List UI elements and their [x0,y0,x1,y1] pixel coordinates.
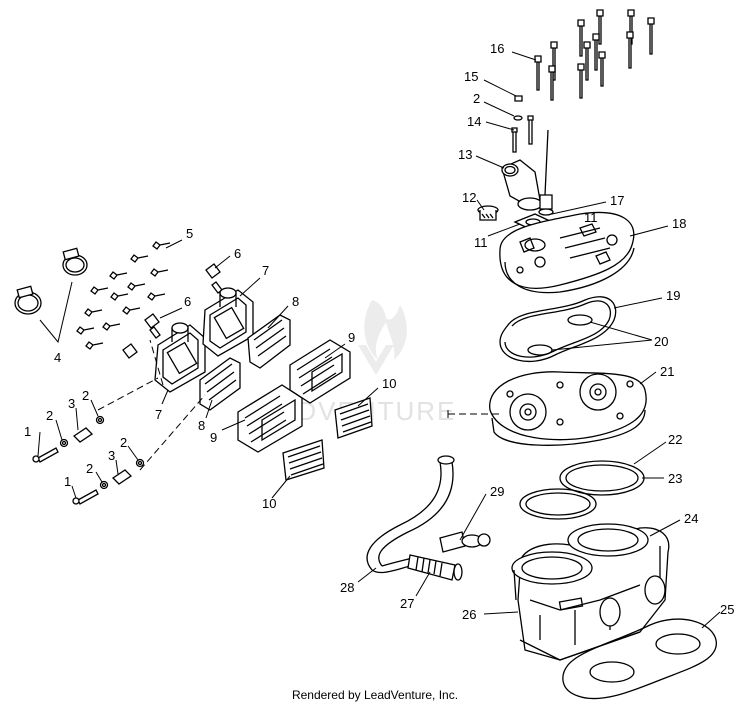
reed-adapter-left [154,322,206,393]
callout-11b: 11 [474,235,488,250]
callout-23: 23 [668,471,682,486]
callout-8a: 8 [292,294,299,309]
reed-stop-upper [247,314,291,369]
callout-2b: 2 [82,388,89,403]
manifold-bolts-group [76,241,171,350]
reed-valve-upper [289,339,351,404]
reed-adapter-right [202,287,254,357]
callout-13: 13 [458,147,472,162]
reed-valve-lower [237,384,303,453]
callout-29: 29 [490,484,504,499]
reed-stop-lower [199,357,241,411]
callout-21: 21 [660,364,674,379]
bolt-stack-lower [72,458,145,505]
callout-11a: 11 [584,210,598,225]
fitting-nipples-group [122,263,223,359]
callout-9b: 9 [210,430,217,445]
small-hardware-15-2-14 [511,95,534,153]
callout-8b: 8 [198,418,205,433]
callout-9a: 9 [348,330,355,345]
head-cover [489,371,647,446]
callout-22: 22 [668,432,682,447]
callout-6b: 6 [184,294,191,309]
callout-12: 12 [462,190,476,205]
callout-18: 18 [672,216,686,231]
callout-1a: 1 [24,424,31,439]
callout-6a: 6 [234,246,241,261]
base-gasket-bottom [519,488,597,520]
temp-sensor [538,129,554,216]
thermostat [477,205,499,221]
callout-2a: 2 [46,408,53,423]
callout-labels: 5 6 7 6 8 9 10 7 8 9 10 4 1 2 3 2 1 2 3 … [24,41,734,622]
leader-lines [37,51,721,629]
callout-19: 19 [666,288,680,303]
callout-16: 16 [490,41,504,56]
hose-connector [439,531,491,553]
water-hose [366,455,455,574]
reed-petal-upper [334,397,373,439]
callout-20: 20 [654,334,668,349]
callout-26: 26 [462,607,476,622]
head-gasket [499,296,617,363]
callout-14: 14 [467,114,481,129]
callout-15: 15 [464,69,478,84]
render-credit: Rendered by LeadVenture, Inc. [291,688,459,702]
callout-4: 4 [54,350,61,365]
reed-petal-lower [282,439,325,481]
callout-17: 17 [610,193,624,208]
callout-10a: 10 [382,376,396,391]
cylinder-block [511,523,670,661]
callout-3a: 3 [68,396,75,411]
callout-5: 5 [186,226,193,241]
callout-7b: 7 [155,407,162,422]
callout-1b: 1 [64,474,71,489]
cylinder-base-gasket [562,618,717,700]
callout-2d: 2 [120,435,127,450]
hose-fitting [407,554,463,581]
callout-25: 25 [720,602,734,617]
callout-3b: 3 [108,448,115,463]
callout-2e: 2 [473,91,480,106]
callout-10b: 10 [262,496,276,511]
callout-2c: 2 [86,461,93,476]
alignment-dashes-left [97,339,206,471]
callout-27: 27 [400,596,414,611]
head-bolts-group [534,9,655,101]
thermostat-housing [501,159,543,211]
callout-24: 24 [684,511,698,526]
callout-28: 28 [340,580,354,595]
cylinder-head [499,211,635,294]
bolt-stack-upper [32,415,105,463]
callout-7a: 7 [262,263,269,278]
clamps-group [14,247,88,344]
